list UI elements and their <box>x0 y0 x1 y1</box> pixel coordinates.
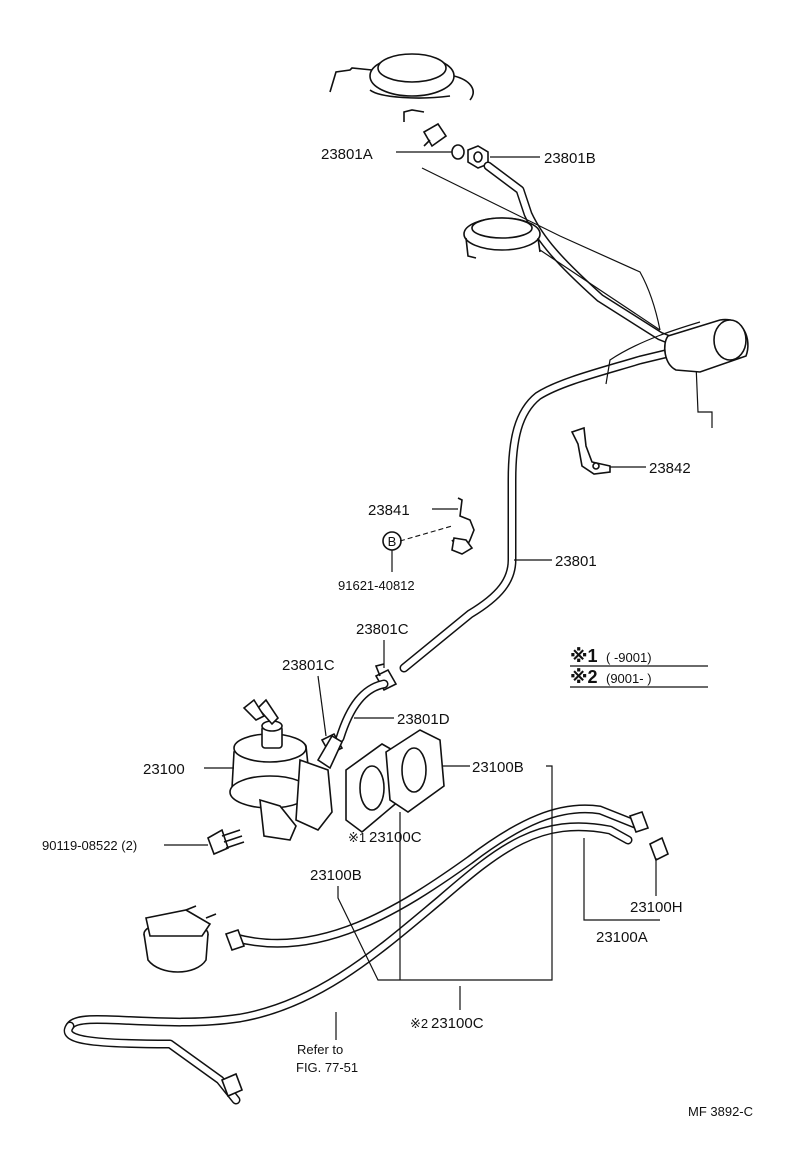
label-23801d: 23801D <box>397 711 450 728</box>
label-23100h: 23100H <box>630 899 683 916</box>
gasket-23801a <box>451 144 465 160</box>
bolt-90119 <box>207 828 245 856</box>
applicability-legend: ※1 ( -9001) ※2 (9001- ) <box>570 646 708 688</box>
label-23801c-top: 23801C <box>356 621 409 638</box>
inline-mark-2: ※2 <box>410 1016 428 1031</box>
label-23100c-1: 23100C <box>369 829 422 846</box>
label-23801: 23801 <box>555 553 597 570</box>
label-bolt-b: B <box>388 534 397 549</box>
label-23100b-right: 23100B <box>472 759 524 776</box>
label-refer-to: Refer to <box>297 1042 343 1057</box>
filler-neck <box>463 217 541 259</box>
legend-mark2-range: (9001- ) <box>606 671 652 686</box>
label-23801b: 23801B <box>544 150 596 167</box>
label-91621-40812: 91621-40812 <box>338 578 415 593</box>
hose-23100a <box>231 804 645 948</box>
hose-23100c-2 <box>65 822 633 1031</box>
label-23100b-left: 23100B <box>310 867 362 884</box>
inline-mark-1: ※1 <box>348 830 366 845</box>
label-90119-08522: 90119-08522 (2) <box>42 838 137 853</box>
label-refer-fig: FIG. 77-51 <box>296 1060 358 1075</box>
fuel-inlet-fitting <box>403 109 448 148</box>
clip-23841 <box>451 497 475 555</box>
gasket-23100b <box>385 729 445 813</box>
legend-mark1-symbol: ※1 <box>570 646 598 666</box>
hose-23801d <box>335 679 389 743</box>
label-23841: 23841 <box>368 502 410 519</box>
label-23100c-2: 23100C <box>431 1015 484 1032</box>
legend-mark1-range: ( -9001) <box>606 650 652 665</box>
bracket-23842 <box>570 426 611 475</box>
leader-lines <box>164 151 660 1040</box>
figure-code: MF 3892-C <box>688 1104 753 1119</box>
legend-mark2-symbol: ※2 <box>570 667 598 687</box>
hose-refer <box>63 1021 241 1105</box>
fuel-pump-23100 <box>229 698 344 841</box>
clamp-refer <box>220 1072 244 1098</box>
label-23842: 23842 <box>649 460 691 477</box>
fuel-pipe-23801 <box>399 161 695 673</box>
body-lines <box>421 167 713 428</box>
label-23801a: 23801A <box>321 146 373 163</box>
fuel-filter <box>143 905 246 973</box>
canister <box>663 318 749 373</box>
clamp-23100h-b <box>648 836 670 862</box>
label-23801c-left: 23801C <box>282 657 335 674</box>
label-23100: 23100 <box>143 761 185 778</box>
engine-top-outline <box>329 53 474 101</box>
clamp-23100h-a <box>628 810 650 834</box>
label-23100a: 23100A <box>596 929 648 946</box>
